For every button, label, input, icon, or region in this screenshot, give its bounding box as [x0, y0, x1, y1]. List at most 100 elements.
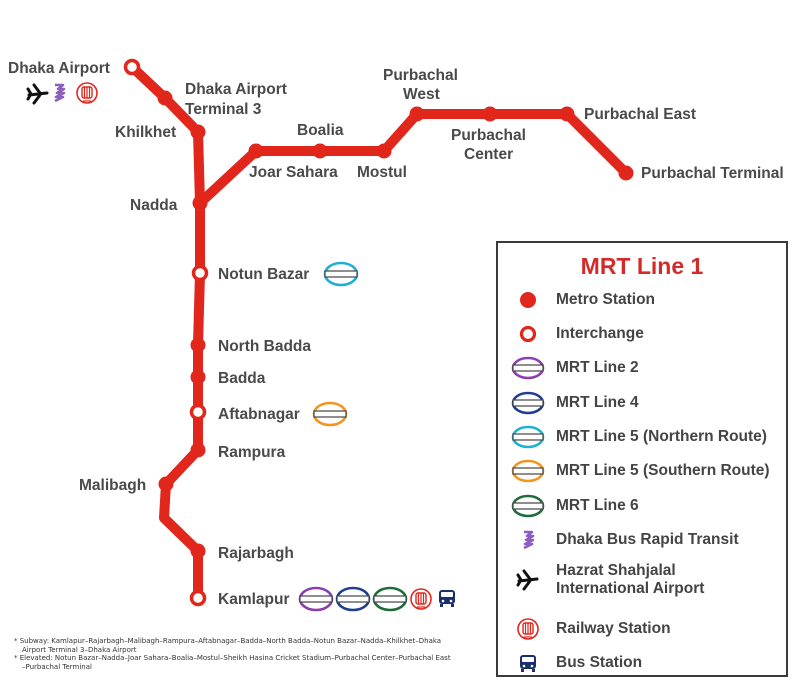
station-label: Malibagh	[79, 477, 146, 494]
airport-connections	[26, 82, 98, 105]
station-marker	[190, 543, 206, 559]
legend: MRT Line 1 Metro Station Interchange MRT…	[496, 241, 788, 677]
station-rajarbagh[interactable]: Rajarbagh	[190, 543, 294, 563]
station-purbachal-west[interactable]: Purbachal West	[383, 67, 458, 122]
legend-label: Interchange	[556, 325, 644, 342]
mrt-line-5-south-badge	[312, 401, 348, 427]
mrt-line-1-route	[127, 62, 205, 603]
legend-item-mrt-line-5-north: MRT Line 5 (Northern Route)	[498, 422, 786, 452]
station-marker	[190, 124, 206, 140]
legend-label: MRT Line 4	[556, 394, 639, 411]
station-marker	[312, 143, 328, 159]
legend-label: Bus Station	[556, 654, 643, 671]
station-marker	[618, 165, 634, 181]
station-label: North Badda	[218, 338, 311, 355]
station-label-line-1: Purbachal	[451, 127, 526, 144]
aftabnagar-connections	[312, 401, 348, 427]
station-label-line-1: Purbachal	[383, 67, 458, 84]
station-label: Badda	[218, 370, 266, 387]
station-label: Notun Bazar	[218, 266, 309, 283]
interchange-icon	[519, 325, 537, 343]
station-label: Boalia	[297, 122, 344, 139]
station-label-line-2: Center	[464, 146, 513, 163]
station-marker	[190, 369, 206, 385]
station-joar-sahara[interactable]: Joar Sahara	[248, 143, 339, 182]
interchange-marker	[189, 589, 207, 607]
station-marker	[248, 143, 264, 159]
mrt-line-2-icon	[511, 356, 545, 380]
station-label: Kamlapur	[218, 591, 290, 608]
legend-item-mrt-line-2: MRT Line 2	[498, 353, 786, 383]
station-purbachal-center[interactable]: Purbachal Center	[451, 106, 526, 164]
mrt-line-5-south-icon	[511, 459, 545, 483]
footnote-subway-1: * Subway: Kamlapur–Rajarbagh–Malibagh–Ra…	[14, 637, 442, 645]
station-mostul[interactable]: Mostul	[357, 143, 407, 182]
station-kamlapur[interactable]: Kamlapur	[189, 589, 290, 608]
legend-label: Metro Station	[556, 291, 656, 308]
station-north-badda[interactable]: North Badda	[190, 337, 312, 356]
footnote-elevated-1: * Elevated: Notun Bazar–Nadda–Joar Sahar…	[14, 654, 451, 662]
legend-title: MRT Line 1	[580, 253, 704, 279]
station-nadda[interactable]: Nadda	[130, 195, 208, 215]
legend-item-interchange: Interchange	[498, 319, 786, 349]
station-notun-bazar[interactable]: Notun Bazar	[191, 264, 310, 283]
station-label-line-2: West	[403, 86, 440, 103]
station-aftabnagar[interactable]: Aftabnagar	[189, 403, 300, 424]
metro-station-icon	[520, 292, 536, 308]
station-badda[interactable]: Badda	[190, 369, 266, 388]
station-marker	[409, 106, 425, 122]
station-label-line-1: Dhaka Airport	[185, 81, 287, 98]
bus-icon	[439, 590, 455, 607]
station-label-line-2: Terminal 3	[185, 101, 262, 118]
legend-label: Dhaka Bus Rapid Transit	[556, 531, 739, 548]
railway-icon	[517, 618, 539, 640]
station-khilkhet[interactable]: Khilkhet	[115, 124, 206, 141]
legend-item-metro-station: Metro Station	[498, 285, 786, 315]
station-label: Khilkhet	[115, 124, 176, 141]
station-purbachal-east[interactable]: Purbachal East	[559, 106, 697, 123]
station-label: Aftabnagar	[218, 406, 300, 423]
legend-label: Railway Station	[556, 620, 671, 637]
interchange-marker	[191, 264, 209, 282]
mrt-line-5-north-badge	[323, 261, 359, 287]
legend-item-mrt-line-5-south: MRT Line 5 (Southern Route)	[498, 456, 786, 486]
interchange-marker	[123, 58, 141, 76]
station-dhaka-airport-terminal-3[interactable]: Dhaka Airport Terminal 3	[157, 81, 287, 118]
mrt-line-2-badge	[298, 586, 334, 612]
station-marker	[190, 442, 206, 458]
legend-item-brt: Dhaka Bus Rapid Transit	[498, 525, 786, 555]
mrt-line-1-branch	[195, 109, 631, 208]
legend-label: MRT Line 6	[556, 497, 639, 514]
station-label: Purbachal East	[584, 106, 696, 123]
legend-label: MRT Line 2	[556, 359, 639, 376]
mrt-line-5-north-icon	[511, 425, 545, 449]
station-purbachal-terminal[interactable]: Purbachal Terminal	[618, 165, 784, 182]
mrt-line-6-badge	[372, 586, 408, 612]
station-marker	[559, 106, 575, 122]
station-marker	[190, 337, 206, 353]
railway-icon	[410, 588, 432, 610]
station-label: Joar Sahara	[249, 164, 338, 181]
airport-icon	[26, 83, 49, 105]
station-marker	[482, 106, 498, 122]
station-rampura[interactable]: Rampura	[190, 442, 286, 462]
station-label: Rajarbagh	[218, 545, 294, 562]
station-label: Purbachal Terminal	[641, 165, 784, 182]
station-marker	[158, 476, 174, 492]
station-label: Rampura	[218, 444, 286, 461]
station-malibagh[interactable]: Malibagh	[79, 476, 174, 495]
station-dhaka-airport[interactable]: Dhaka Airport	[8, 58, 141, 77]
brt-icon	[523, 530, 535, 550]
interchange-marker	[189, 403, 207, 421]
station-label: Nadda	[130, 197, 178, 214]
mrt-line-6-icon	[511, 494, 545, 518]
legend-item-mrt-line-6: MRT Line 6	[498, 491, 786, 521]
legend-item-mrt-line-4: MRT Line 4	[498, 388, 786, 418]
railway-icon	[76, 82, 98, 104]
station-marker	[157, 90, 173, 106]
legend-label-line-1: Hazrat Shahjalal	[556, 562, 676, 579]
footnote-subway-2: Airport Terminal 3–Dhaka Airport	[22, 645, 137, 654]
station-boalia[interactable]: Boalia	[297, 122, 344, 159]
